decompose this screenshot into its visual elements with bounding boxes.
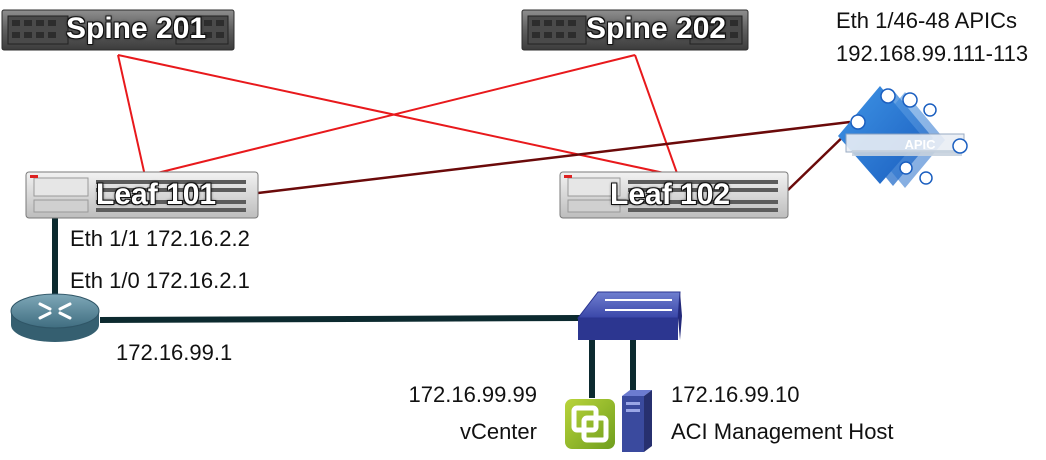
mgmt-host-ip-label: 172.16.99.10	[671, 382, 800, 407]
apic-badge-text: APIC	[904, 137, 936, 152]
switch-arrows-icon	[605, 299, 672, 311]
apic-ports-label: Eth 1/46-48 APICs	[836, 8, 1017, 33]
router-port-label: Eth 1/0 172.16.2.1	[70, 268, 250, 293]
leaf-102-device[interactable]	[559, 171, 789, 219]
vcenter-icon	[565, 399, 615, 449]
router-device[interactable]	[10, 293, 100, 342]
server-icon	[622, 390, 652, 452]
link-router-switch	[99, 315, 581, 323]
lan-links	[52, 218, 636, 398]
spine-201-device[interactable]	[1, 9, 235, 51]
link-spine201-leaf102	[117, 54, 679, 177]
vcenter-ip-label: 172.16.99.99	[408, 382, 537, 407]
apic-cluster[interactable]: APIC	[838, 86, 968, 188]
spine-202-label: Spine 202	[586, 12, 727, 45]
leaf-101-label: Leaf 101	[96, 178, 217, 211]
fabric-links	[117, 54, 679, 177]
link-spine201-leaf101	[117, 54, 146, 177]
apic-ip-range-label: 192.168.99.111-113	[836, 41, 1029, 66]
switch-device[interactable]	[576, 291, 682, 340]
link-leaf101-apic	[257, 120, 851, 195]
leaf-102-label: Leaf 102	[610, 178, 731, 211]
spine-201-label: Spine 201	[66, 12, 207, 45]
spine-202-device[interactable]	[521, 9, 749, 51]
mgmt-host-name-label: ACI Management Host	[671, 419, 894, 444]
router-arrows-icon	[38, 302, 72, 320]
link-spine202-leaf102	[634, 54, 679, 177]
vcenter-name-label: vCenter	[459, 419, 537, 444]
leaf-101-port-label: Eth 1/1 172.16.2.2	[70, 226, 250, 251]
link-spine202-leaf101	[144, 54, 636, 177]
router-lan-ip-label: 172.16.99.1	[116, 340, 233, 365]
leaf-101-device[interactable]	[25, 171, 259, 219]
